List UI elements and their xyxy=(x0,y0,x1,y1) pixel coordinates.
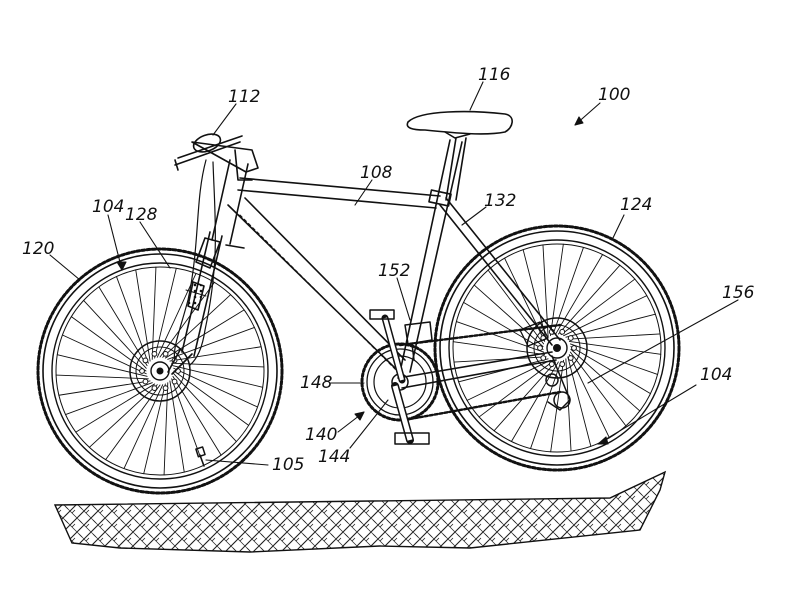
spoke xyxy=(568,357,591,446)
valve xyxy=(196,447,205,466)
spoke xyxy=(56,375,148,379)
spoke xyxy=(164,383,168,475)
spoke xyxy=(89,385,157,448)
label-105: 105 xyxy=(272,455,304,475)
label-104-front: 104 xyxy=(92,197,124,217)
label-112: 112 xyxy=(228,87,260,107)
label-120: 120 xyxy=(22,239,54,259)
spoke xyxy=(174,374,237,442)
label-124: 124 xyxy=(620,195,652,215)
label-116: 116 xyxy=(478,65,511,85)
spoke xyxy=(556,255,603,335)
handlebar xyxy=(175,131,258,180)
spoke xyxy=(568,334,660,339)
front-fork xyxy=(168,160,222,374)
spoke xyxy=(569,341,660,354)
label-144: 144 xyxy=(318,447,350,467)
rotor-hole xyxy=(549,362,554,367)
label-132: 132 xyxy=(484,191,516,211)
rotor-hole xyxy=(572,346,577,351)
rotor-hole xyxy=(163,386,168,391)
ground xyxy=(55,472,665,552)
label-148: 148 xyxy=(300,373,333,393)
spoke xyxy=(523,250,546,339)
rotor-hole xyxy=(140,369,145,374)
rotor-hole xyxy=(538,346,543,351)
rotor-hole xyxy=(143,379,148,384)
spoke xyxy=(550,244,563,335)
label-128: 128 xyxy=(125,205,158,225)
rotor-hole xyxy=(560,362,565,367)
rotor-hole xyxy=(152,386,157,391)
crankset xyxy=(362,310,438,444)
label-108: 108 xyxy=(360,163,393,183)
rotor-hole xyxy=(541,356,546,361)
label-100: 100 xyxy=(598,85,630,105)
spoke xyxy=(152,267,156,359)
rotor-hole xyxy=(560,329,565,334)
rotor-hole xyxy=(172,379,177,384)
rotor-hole xyxy=(163,351,168,356)
rotor-hole xyxy=(568,356,573,361)
saddle xyxy=(407,112,512,200)
spoke xyxy=(453,342,544,355)
label-156: 156 xyxy=(722,283,755,303)
front-wheel xyxy=(38,249,282,493)
rotor-hole xyxy=(568,336,573,341)
spoke xyxy=(84,300,147,368)
label-140: 140 xyxy=(305,425,337,445)
spoke xyxy=(172,363,264,367)
label-104-rear: 104 xyxy=(700,365,732,385)
spoke xyxy=(566,314,655,337)
rotor-hole xyxy=(143,358,148,363)
label-152: 152 xyxy=(378,261,410,281)
rear-wheel xyxy=(435,226,679,470)
rotor-hole xyxy=(152,351,157,356)
